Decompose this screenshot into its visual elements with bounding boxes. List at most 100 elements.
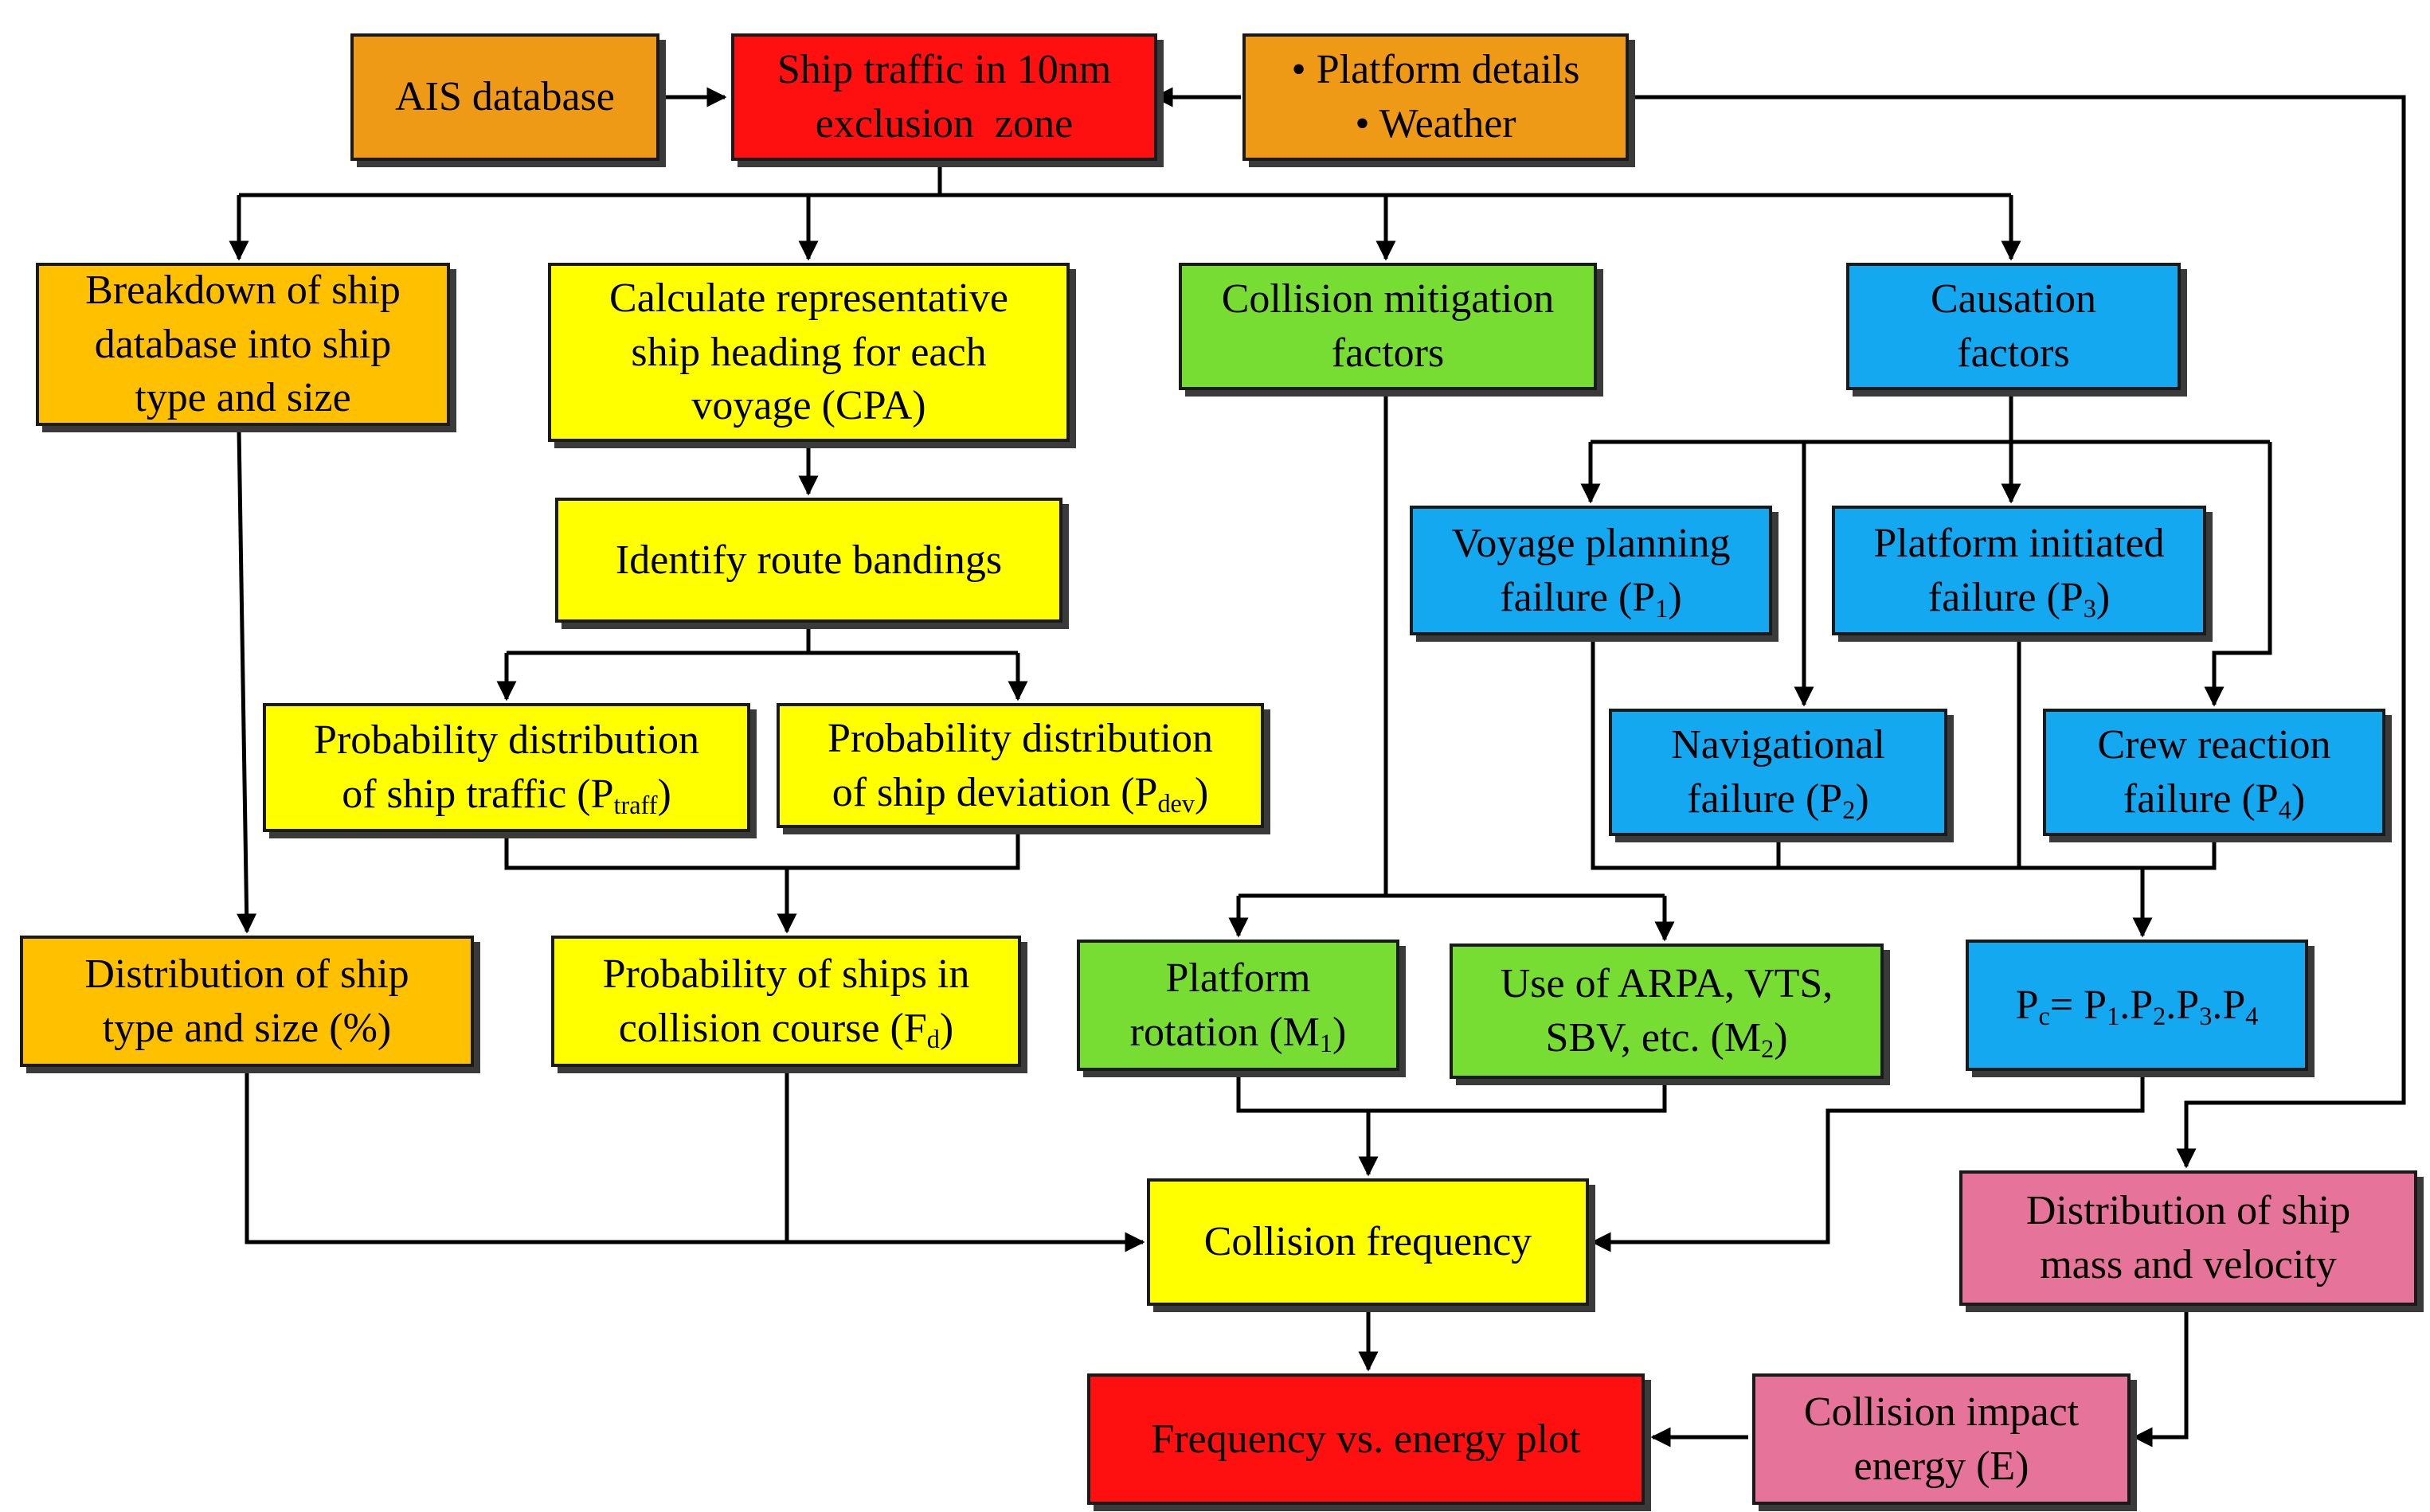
p3-line-1: Platform initiated xyxy=(1873,520,2165,566)
deviation-probability-box: Probability distribution of ship deviati… xyxy=(777,703,1264,828)
energy-line-1: Collision impact xyxy=(1803,1389,2080,1435)
p1-close: ) xyxy=(1668,574,1682,620)
plot-line-1: Frequency vs. energy plot xyxy=(1151,1416,1581,1462)
pc-eq-p: = P xyxy=(2049,982,2107,1028)
collision-frequency-box: Collision frequency xyxy=(1147,1178,1589,1306)
route-bandings-box: Identify route bandings xyxy=(555,498,1062,623)
p2-close: ) xyxy=(1855,776,1869,822)
m1-text: rotation (M xyxy=(1129,1009,1320,1055)
p1-subscript: 1 xyxy=(1655,593,1669,623)
ptraffic-line-2: of ship traffic (Ptraff) xyxy=(342,768,671,822)
edge-pc-to-freq xyxy=(1591,1071,2145,1252)
edge-platform-right xyxy=(1629,95,2406,1169)
mitigation-factors-box: Collision mitigation factors xyxy=(1179,263,1597,390)
mitigation-line-2: factors xyxy=(1331,330,1445,376)
dist-type-line-1: Distribution of ship xyxy=(84,951,409,997)
p1-line-2: failure (P1) xyxy=(1500,571,1681,625)
m1-line-2: rotation (M1) xyxy=(1130,1006,1347,1060)
pc-sub-4: 4 xyxy=(2245,1001,2259,1030)
m1-close: ) xyxy=(1332,1009,1347,1055)
m1-subscript: 1 xyxy=(1319,1028,1333,1057)
p4-line-2: failure (P4) xyxy=(2123,772,2305,826)
heading-line-2: ship heading for each xyxy=(631,329,987,375)
m2-subscript: 2 xyxy=(1761,1034,1775,1064)
edge-breakdown-to-dist xyxy=(237,429,257,934)
route-line-1: Identify route bandings xyxy=(615,537,1003,583)
ship-traffic-box: Ship traffic in 10nm exclusion zone xyxy=(731,33,1157,161)
ptraffic-text: of ship traffic (P xyxy=(342,772,614,817)
pc-dot-p2: .P xyxy=(2119,982,2154,1028)
p1-line-1: Voyage planning xyxy=(1451,520,1731,566)
mass-velocity-box: Distribution of ship mass and velocity xyxy=(1959,1170,2417,1306)
breakdown-line-1: Breakdown of ship xyxy=(85,268,401,314)
p2-line-2: failure (P2) xyxy=(1687,772,1868,826)
pc-sub-c: c xyxy=(2038,1001,2050,1030)
traffic-probability-box: Probability distribution of ship traffic… xyxy=(263,703,750,832)
platform-rotation-box: Platform rotation (M1) xyxy=(1077,940,1399,1071)
traffic-line-1: Ship traffic in 10nm xyxy=(777,47,1112,93)
platform-line-2: • Weather xyxy=(1355,101,1516,147)
m2-close: ) xyxy=(1774,1015,1788,1061)
fd-line-1: Probability of ships in xyxy=(602,951,970,997)
p3-close: ) xyxy=(2095,574,2111,620)
edge-m-bus xyxy=(1236,1071,1667,1113)
voyage-planning-box: Voyage planning failure (P1) xyxy=(1410,506,1772,635)
mass-line-1: Distribution of ship xyxy=(2025,1188,2351,1234)
ptraffic-line-1: Probability distribution xyxy=(314,717,699,764)
heading-line-3: voyage (CPA) xyxy=(691,383,926,429)
frequency-energy-plot-box: Frequency vs. energy plot xyxy=(1087,1373,1645,1505)
pdev-text: of ship deviation (P xyxy=(832,769,1158,815)
p2-line-1: Navigational xyxy=(1671,722,1885,768)
pc-p: P xyxy=(2015,982,2039,1028)
type-size-distribution-box: Distribution of ship type and size (%) xyxy=(20,936,474,1067)
ship-heading-box: Calculate representative ship heading fo… xyxy=(548,263,1070,442)
platform-weather-box: • Platform details • Weather xyxy=(1242,33,1629,161)
m2-text: SBV, etc. (M xyxy=(1545,1015,1762,1061)
platform-line-1: • Platform details xyxy=(1291,47,1580,93)
p3-text: failure (P xyxy=(1927,574,2084,620)
pc-dot-p3: .P xyxy=(2166,982,2200,1028)
ais-line-1: AIS database xyxy=(395,74,615,120)
energy-line-2: energy (E) xyxy=(1853,1443,2029,1489)
arpa-vts-box: Use of ARPA, VTS, SBV, etc. (M2) xyxy=(1450,944,1884,1079)
pdev-subscript: dev xyxy=(1157,788,1195,818)
breakdown-box: Breakdown of ship database into ship typ… xyxy=(36,263,450,426)
edge-to-p4 xyxy=(2204,442,2272,707)
platform-initiated-box: Platform initiated failure (P3) xyxy=(1832,506,2206,635)
navigational-failure-box: Navigational failure (P2) xyxy=(1609,709,1947,836)
mass-line-2: mass and velocity xyxy=(2040,1242,2337,1287)
p1-text: failure (P xyxy=(1500,574,1656,620)
collision-course-box: Probability of ships in collision course… xyxy=(551,936,1021,1067)
p4-line-1: Crew reaction xyxy=(2097,722,2331,768)
p4-close: ) xyxy=(2291,776,2306,822)
p4-subscript: 4 xyxy=(2278,795,2291,825)
m2-line-1: Use of ARPA, VTS, xyxy=(1500,961,1833,1007)
edge-pdist-bus xyxy=(504,828,1020,870)
pc-formula: Pc= P1.P2.P3.P4 xyxy=(2016,979,2259,1033)
freq-line-1: Collision frequency xyxy=(1203,1219,1532,1265)
p4-text: failure (P xyxy=(2123,776,2279,822)
p2-subscript: 2 xyxy=(1842,795,1856,825)
ptraffic-subscript: traff xyxy=(613,791,658,820)
impact-energy-box: Collision impact energy (E) xyxy=(1752,1373,2131,1505)
m1-line-1: Platform xyxy=(1165,955,1311,1001)
fd-text: collision course (F xyxy=(618,1005,927,1051)
mitigation-line-1: Collision mitigation xyxy=(1221,276,1555,322)
fd-line-2: collision course (Fd) xyxy=(619,1002,954,1056)
pdev-line-2: of ship deviation (Pdev) xyxy=(832,766,1209,820)
breakdown-line-2: database into ship xyxy=(94,321,392,367)
breakdown-line-3: type and size xyxy=(135,375,351,421)
pc-sub-3: 3 xyxy=(2199,1001,2213,1030)
pc-dot-p4: .P xyxy=(2212,982,2246,1028)
fd-subscript: d xyxy=(926,1024,940,1053)
traffic-line-2: exclusion zone xyxy=(815,101,1074,147)
m2-line-2: SBV, etc. (M2) xyxy=(1545,1011,1787,1065)
causation-line-1: Causation xyxy=(1931,276,2096,322)
ais-database-box: AIS database xyxy=(350,33,659,161)
edge-mass-to-energy xyxy=(2132,1306,2189,1448)
heading-line-1: Calculate representative xyxy=(609,275,1008,322)
pc-formula-box: Pc= P1.P2.P3.P4 xyxy=(1966,940,2308,1071)
edge-dist-to-freq xyxy=(245,1067,1145,1252)
pc-sub-2: 2 xyxy=(2153,1001,2166,1030)
